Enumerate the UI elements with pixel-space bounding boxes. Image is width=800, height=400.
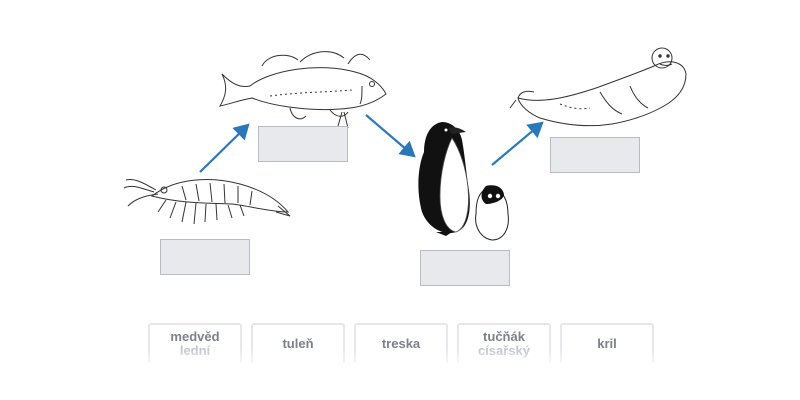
word-card-line1: medvěd [170,329,220,344]
fish-drawing [218,51,387,129]
word-card-line1: tučňák [483,329,525,344]
food-chain-illustration [123,47,687,241]
word-card-line1: kril [597,336,617,351]
word-card-seal[interactable]: tuleň [251,323,345,363]
arrow-fish-to-penguin [365,114,416,158]
word-card-line2: lední [179,343,211,358]
word-card-line1: treska [381,336,421,351]
word-card-krill[interactable]: kril [560,323,654,363]
word-card-line2: císařský [477,343,531,358]
drop-zone-penguin[interactable] [420,250,510,286]
word-card-polar-bear[interactable]: medvěd lední [148,323,242,363]
word-bank: medvěd lední tuleň treska tučňák císařsk… [148,323,654,371]
word-card-line1: tuleň [282,336,314,351]
drop-zone-fish[interactable] [258,126,348,162]
drop-zone-seal[interactable] [550,137,640,173]
krill-drawing [123,179,291,225]
arrow-penguin-to-seal [491,121,544,166]
drop-zone-krill[interactable] [160,239,250,275]
arrow-krill-to-fish [199,123,250,173]
penguin-drawing [418,122,509,241]
seal-drawing [509,47,687,127]
word-card-cod[interactable]: treska [354,323,448,363]
word-card-emperor-penguin[interactable]: tučňák císařský [457,323,551,363]
